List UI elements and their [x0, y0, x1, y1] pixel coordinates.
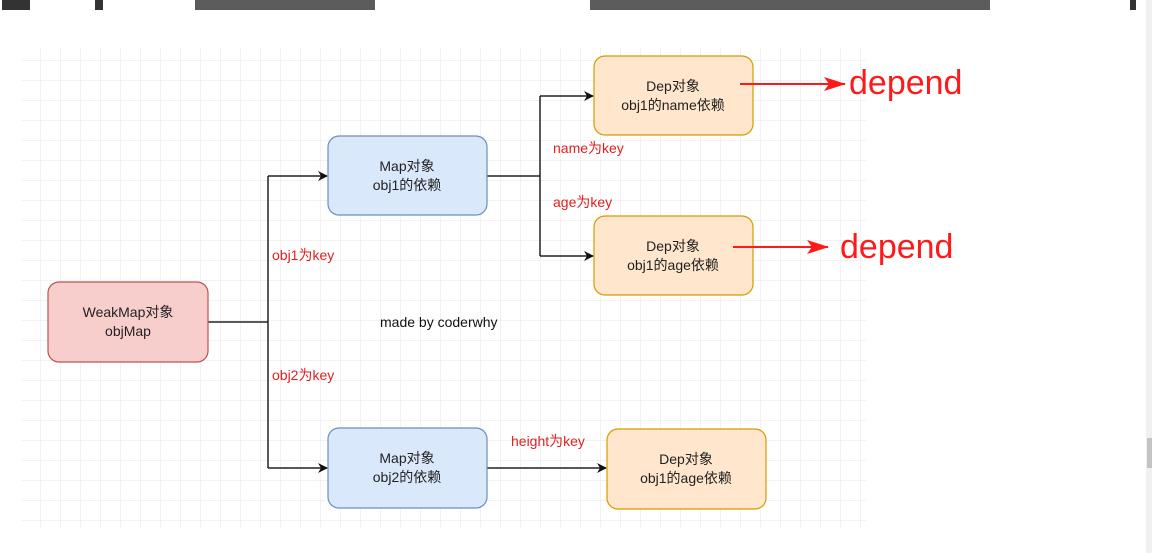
node-label: objMap: [105, 323, 151, 339]
edge-label-obj1: obj1为key: [272, 247, 334, 263]
node-label: obj1的age依赖: [640, 470, 732, 486]
node-label: Dep对象: [646, 78, 700, 94]
edge-label-name: name为key: [553, 140, 624, 156]
node-label: obj2的依赖: [373, 469, 441, 485]
node-label: Dep对象: [646, 238, 700, 254]
edge-label-age: age为key: [553, 194, 612, 210]
node-label: obj1的依赖: [373, 177, 441, 193]
dep3-node: Dep对象 obj1的age依赖: [606, 428, 767, 510]
watermark-text: made by coderwhy: [380, 314, 498, 330]
map2-node: Map对象 obj2的依赖: [327, 427, 488, 509]
depend-annotation-2: depend: [840, 228, 953, 266]
connectors: [208, 91, 607, 473]
dep1-node: Dep对象 obj1的name依赖: [593, 55, 754, 136]
depend-annotation-1: depend: [849, 64, 962, 102]
node-label: Dep对象: [659, 451, 713, 467]
node-label: Map对象: [379, 450, 434, 466]
edge-label-obj2: obj2为key: [272, 367, 334, 383]
weakmap-node: WeakMap对象 objMap: [47, 281, 209, 363]
node-label: obj1的name依赖: [621, 97, 725, 113]
dep2-node: Dep对象 obj1的age依赖: [593, 215, 754, 296]
node-label: obj1的age依赖: [627, 257, 719, 273]
vertical-scrollbar[interactable]: [1146, 0, 1152, 553]
scrollbar-thumb[interactable]: [1147, 438, 1152, 468]
node-label: Map对象: [379, 158, 434, 174]
cut-off-text-line: [0, 0, 1140, 14]
map1-node: Map对象 obj1的依赖: [327, 135, 488, 216]
node-label: WeakMap对象: [83, 304, 174, 320]
edge-label-height: height为key: [511, 433, 585, 449]
